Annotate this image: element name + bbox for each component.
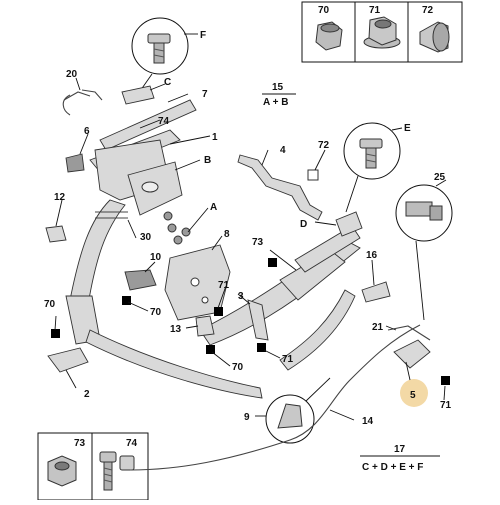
callout-25: 25 (434, 172, 446, 183)
callout-6: 6 (84, 126, 90, 137)
callout-71-right: 71 (440, 400, 452, 411)
detail-circle-e: E (343, 122, 411, 213)
callout-20: 20 (66, 69, 78, 80)
nut-70-icon (315, 21, 343, 51)
inset-label-72: 72 (422, 5, 434, 16)
callout-C: C (164, 77, 171, 88)
bolt-74-icon (99, 451, 135, 491)
callout-2: 2 (84, 389, 90, 400)
flange-nut-71-icon (363, 16, 401, 49)
leader-lines (54, 77, 446, 421)
callout-12: 12 (54, 192, 66, 203)
inset-label-70: 70 (318, 5, 330, 16)
inset-label-71: 71 (369, 5, 381, 16)
formula-17-number: 17 (394, 444, 406, 455)
callout-D: D (300, 219, 307, 230)
callout-70-left: 70 (44, 299, 56, 310)
callout-71: 71 (218, 280, 230, 291)
highlight-5 (400, 379, 428, 407)
callout-F: F (200, 30, 206, 41)
callout-10: 10 (150, 252, 162, 263)
callout-5: 5 (410, 390, 416, 401)
detail-circle-25: 25 (395, 172, 453, 321)
inset-label-73: 73 (74, 438, 86, 449)
callout-13: 13 (170, 324, 182, 335)
callout-71-lower: 71 (282, 354, 294, 365)
callout-16: 16 (366, 250, 378, 261)
callout-74: 74 (158, 116, 170, 127)
main-frame-assembly (45, 85, 431, 471)
formula-17-expression: C + D + E + F (362, 462, 423, 473)
callout-30: 30 (140, 232, 152, 243)
black-square-markers (51, 258, 450, 385)
callout-labels: 20 C 7 74 1 6 B 4 72 12 A D 30 8 73 10 1… (44, 69, 452, 427)
callout-8: 8 (224, 229, 230, 240)
callout-7: 7 (202, 89, 208, 100)
inset-fasteners-bottom: 73 74 (37, 432, 149, 501)
callout-72: 72 (318, 140, 330, 151)
callout-3: 3 (238, 291, 244, 302)
nut-73-icon (47, 455, 77, 487)
callout-70: 70 (150, 307, 162, 318)
formula-15-expression: A + B (263, 97, 288, 108)
callout-1: 1 (212, 132, 218, 143)
formula-15: 15 A + B (262, 82, 296, 108)
inset-label-74: 74 (126, 438, 138, 449)
callout-14: 14 (362, 416, 374, 427)
formula-17: 17 C + D + E + F (360, 444, 440, 473)
callout-B: B (204, 155, 211, 166)
detail-circle-f: F (131, 17, 206, 95)
callout-E: E (404, 123, 411, 134)
inset-fasteners-top: 70 71 72 (301, 1, 463, 63)
callout-73: 73 (252, 237, 264, 248)
callout-9: 9 (244, 412, 250, 423)
detail-circle-9: 9 (244, 377, 331, 444)
cap-nut-72-icon (419, 21, 450, 53)
callout-70-lower: 70 (232, 362, 244, 373)
callout-A: A (210, 202, 217, 213)
callout-21: 21 (372, 322, 384, 333)
callout-4: 4 (280, 145, 286, 156)
formula-15-number: 15 (272, 82, 284, 93)
